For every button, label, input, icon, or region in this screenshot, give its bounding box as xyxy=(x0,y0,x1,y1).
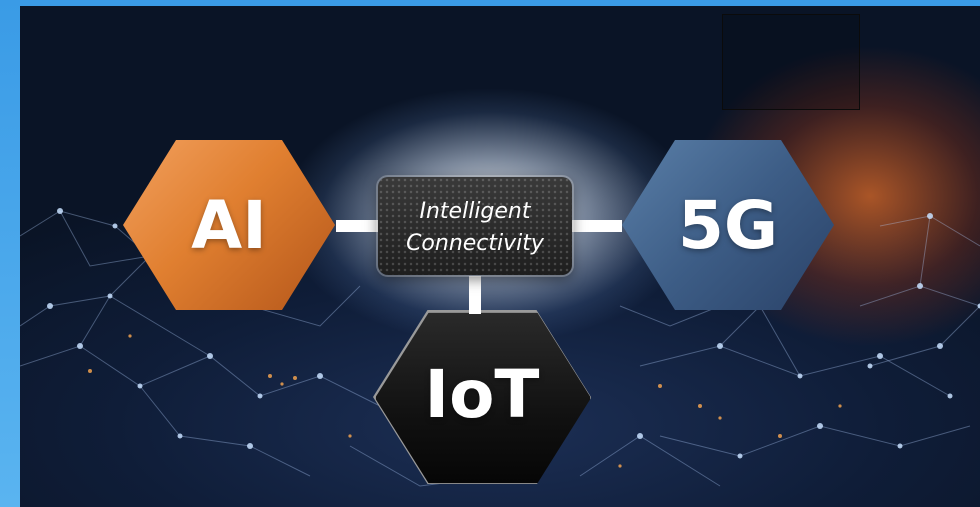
ai-label: AI xyxy=(191,187,267,264)
connector-left xyxy=(336,220,380,232)
5g-label: 5G xyxy=(677,187,779,264)
iot-label: IoT xyxy=(424,356,540,433)
intelligent-connectivity-box xyxy=(378,177,572,275)
connector-down xyxy=(469,276,481,314)
overlay-rectangle xyxy=(722,14,860,110)
center-line-1: Intelligent xyxy=(419,199,531,224)
connector-right xyxy=(570,220,622,232)
intelligent-connectivity-label: Intelligent Connectivity xyxy=(378,196,572,260)
center-line-2: Connectivity xyxy=(406,231,544,256)
